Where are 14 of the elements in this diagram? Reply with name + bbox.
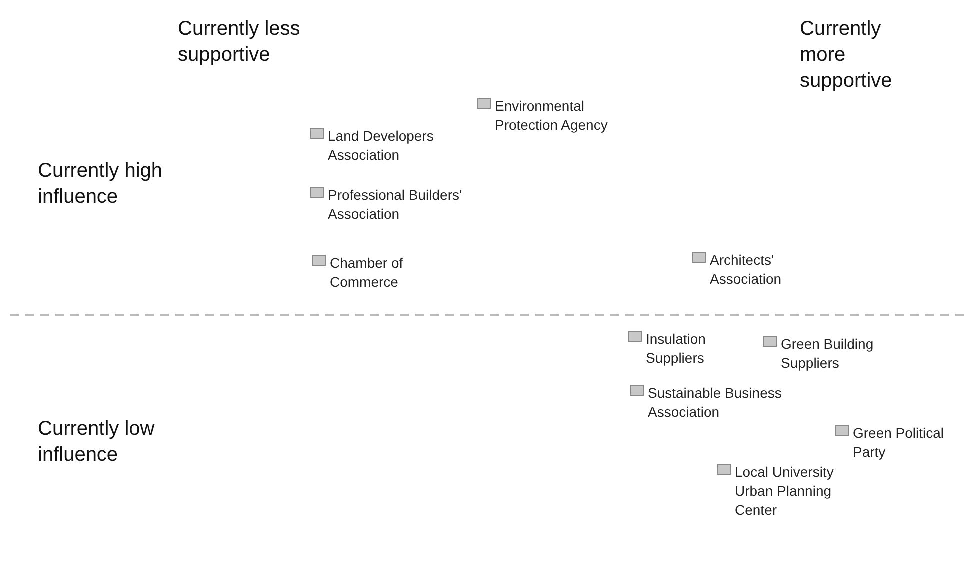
- axis-heading: Currently low influence: [38, 417, 156, 468]
- axis-heading: Currently high influence: [38, 159, 164, 210]
- stakeholder-label: Architects' Association: [710, 251, 783, 289]
- stakeholder-label: Sustainable Business Association: [648, 384, 783, 422]
- stakeholder-label: Insulation Suppliers: [646, 330, 707, 368]
- axis-heading: Currently less supportive: [178, 17, 302, 68]
- stakeholder-label: Green Political Party: [853, 424, 946, 462]
- stakeholder-label: Professional Builders' Association: [328, 186, 464, 224]
- stakeholder-label: Local University Urban Planning Center: [735, 463, 835, 520]
- stakeholder-label: Chamber of Commerce: [330, 254, 404, 292]
- stakeholder-label: Environmental Protection Agency: [495, 97, 609, 135]
- stakeholder-label: Green Building Suppliers: [781, 335, 875, 373]
- stakeholder-label: Land Developers Association: [328, 127, 435, 165]
- axis-heading: Currently more supportive: [800, 17, 894, 94]
